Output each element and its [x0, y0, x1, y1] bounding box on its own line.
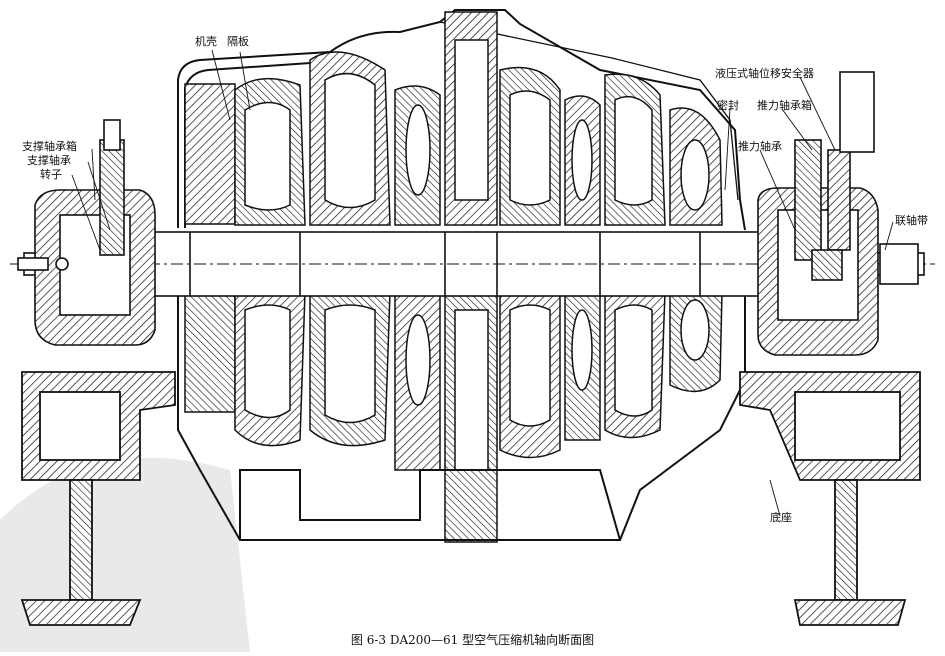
upper-impeller-voids [244, 39, 710, 211]
lower-casing [177, 292, 746, 541]
right-bearing-housing [757, 71, 919, 356]
lower-impeller-voids [244, 299, 710, 471]
label-diaphragm: 隔板 [227, 35, 249, 48]
leader-lines [71, 49, 894, 517]
left-pedestal [20, 371, 176, 626]
label-support-bearing-box: 支撑轴承箱 [22, 140, 77, 153]
label-base: 底座 [770, 511, 792, 524]
label-thrust-bearing-box: 推力轴承箱 [757, 99, 812, 112]
right-pedestal [739, 371, 921, 626]
left-bearing-housing [17, 119, 156, 346]
label-coupling: 联轴带 [895, 214, 928, 227]
label-seal: 密封 [717, 99, 739, 112]
label-rotor: 转子 [40, 168, 62, 181]
label-thrust-bearing: 推力轴承 [738, 140, 782, 153]
label-casing: 机壳 [195, 35, 217, 48]
rotor-shaft [10, 231, 935, 297]
label-hydraulic-safety: 液压式轴位移安全器 [715, 67, 814, 80]
label-support-bearing: 支撑轴承 [27, 154, 71, 167]
figure-caption: 图 6-3 DA200—61 型空气压缩机轴向断面图 [350, 633, 595, 647]
